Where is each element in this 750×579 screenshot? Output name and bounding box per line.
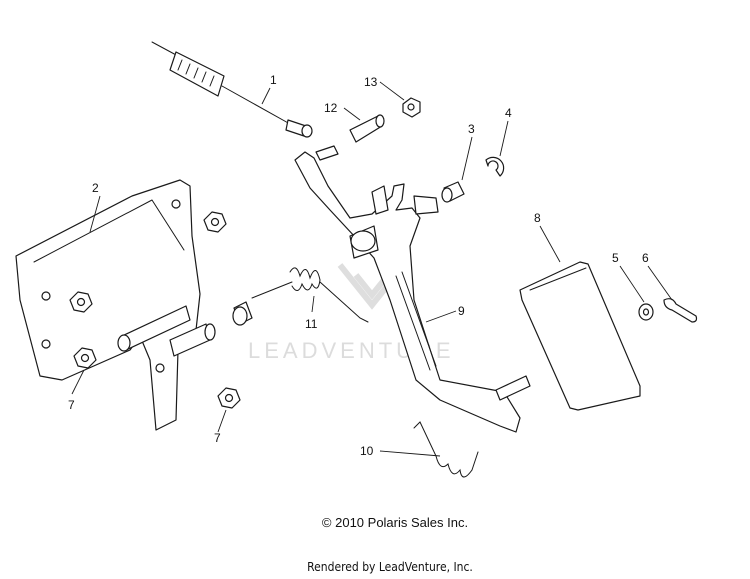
callout-3: 3: [468, 122, 475, 136]
callout-6: 6: [642, 251, 649, 265]
part-1-cable: [151, 41, 313, 138]
callout-1: 1: [270, 73, 277, 87]
callout-5: 5: [612, 251, 619, 265]
part-12-sleeve: [349, 114, 385, 143]
leader-2: [89, 195, 101, 233]
part-4-clip: [485, 156, 505, 177]
leader-7b: [217, 409, 227, 433]
callout-11: 11: [305, 317, 318, 331]
leader-3: [461, 136, 473, 181]
leader-10: [379, 450, 441, 457]
part-2-bracket: [15, 179, 216, 431]
leader-6: [647, 265, 673, 301]
callout-2: 2: [92, 181, 99, 195]
callout-13: 13: [364, 75, 378, 89]
callout-4: 4: [505, 106, 512, 120]
part-10-spring: [413, 421, 479, 478]
callouts: 1 2 3 4 5 6 7 7 8 9 10 11 12 13: [68, 73, 649, 458]
leader-11: [311, 295, 315, 313]
callout-12: 12: [324, 101, 338, 115]
leader-9: [425, 310, 457, 323]
part-7-nuts: [69, 211, 241, 409]
leader-13: [379, 81, 405, 101]
callout-10: 10: [360, 444, 374, 458]
leader-7a: [71, 369, 85, 395]
part-8-pedal-pad: [519, 261, 641, 411]
part-11-spring: [232, 267, 369, 326]
leader-5: [619, 265, 645, 303]
leader-lines: [71, 81, 673, 457]
leader-8: [539, 225, 561, 263]
callout-9: 9: [458, 304, 465, 318]
part-3-bushing: [441, 181, 465, 203]
part-13-nut: [402, 97, 421, 118]
leader-1: [261, 87, 271, 105]
part-6-cotter-pin: [663, 298, 698, 323]
callout-8: 8: [534, 211, 541, 225]
copyright-text: © 2010 Polaris Sales Inc.: [321, 515, 469, 530]
callout-7a: 7: [68, 398, 75, 412]
part-5-washer: [638, 303, 654, 321]
leader-4: [499, 120, 509, 157]
rendered-by-text: Rendered by LeadVenture, Inc.: [307, 560, 473, 574]
callout-7b: 7: [214, 431, 221, 445]
leader-12: [343, 107, 361, 121]
part-9-pedal-arm: [294, 145, 531, 433]
